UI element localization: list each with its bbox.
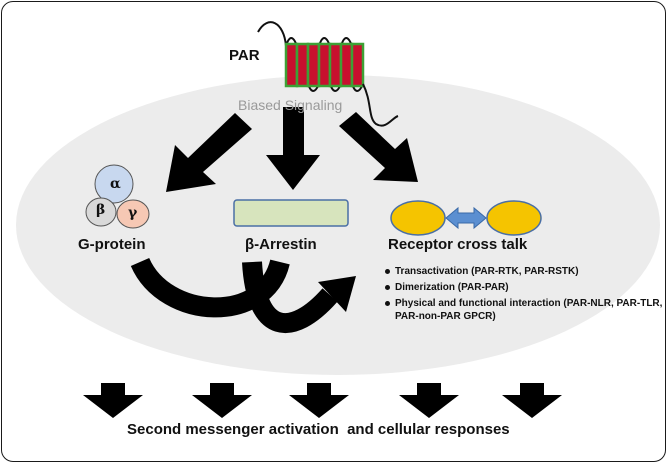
- gamma-label: γ: [128, 205, 138, 221]
- down-arrow-1: [83, 383, 143, 418]
- arrestin-label: β-Arrestin: [245, 236, 317, 253]
- arrestin-box: [233, 199, 349, 227]
- curved-merge-arrow-right: [242, 261, 338, 333]
- bullet-icon: [385, 269, 390, 274]
- crosstalk-receptor-left: [390, 200, 446, 236]
- list-item-text: Dimerization (PAR-PAR): [395, 282, 509, 293]
- crosstalk-double-arrow: [445, 206, 487, 230]
- list-item: Physical and functional interaction (PAR…: [385, 297, 663, 323]
- arrow-to-crosstalk: [339, 112, 418, 182]
- curved-merge-arrow-left: [130, 257, 290, 318]
- g-beta-subunit: [85, 197, 117, 227]
- bullet-icon: [385, 285, 390, 290]
- down-arrow-4: [399, 383, 459, 418]
- g-gamma-subunit: [116, 199, 150, 229]
- crosstalk-list: Transactivation (PAR-RTK, PAR-RSTK) Dime…: [385, 265, 663, 326]
- list-item: Transactivation (PAR-RTK, PAR-RSTK): [385, 265, 663, 278]
- receptor-helices: [284, 42, 365, 88]
- down-arrow-2: [192, 383, 252, 418]
- alpha-label: α: [110, 176, 121, 192]
- beta-label: β: [96, 202, 106, 218]
- footer-label: Second messenger activation and cellular…: [127, 421, 510, 438]
- arrow-to-arrestin: [266, 107, 320, 190]
- down-arrow-3: [289, 383, 349, 418]
- list-item-text: Physical and functional interaction (PAR…: [395, 298, 663, 322]
- crosstalk-label: Receptor cross talk: [388, 236, 528, 253]
- g-alpha-subunit: [94, 164, 134, 204]
- response-arrows: [83, 383, 562, 418]
- down-arrow-5: [502, 383, 562, 418]
- bullet-icon: [385, 301, 390, 306]
- receptor-c-terminus: [362, 83, 399, 127]
- curved-arrow-head: [318, 276, 356, 312]
- arrow-to-gprotein: [166, 113, 252, 192]
- crosstalk-receptor-right: [486, 200, 542, 236]
- list-item-text: Transactivation (PAR-RTK, PAR-RSTK): [395, 266, 579, 277]
- gprotein-label: G-protein: [78, 236, 146, 253]
- list-item: Dimerization (PAR-PAR): [385, 281, 663, 294]
- biased-signaling-label: Biased Signaling: [238, 97, 343, 113]
- receptor-n-terminus: [257, 21, 287, 47]
- receptor-label: PAR: [229, 47, 260, 64]
